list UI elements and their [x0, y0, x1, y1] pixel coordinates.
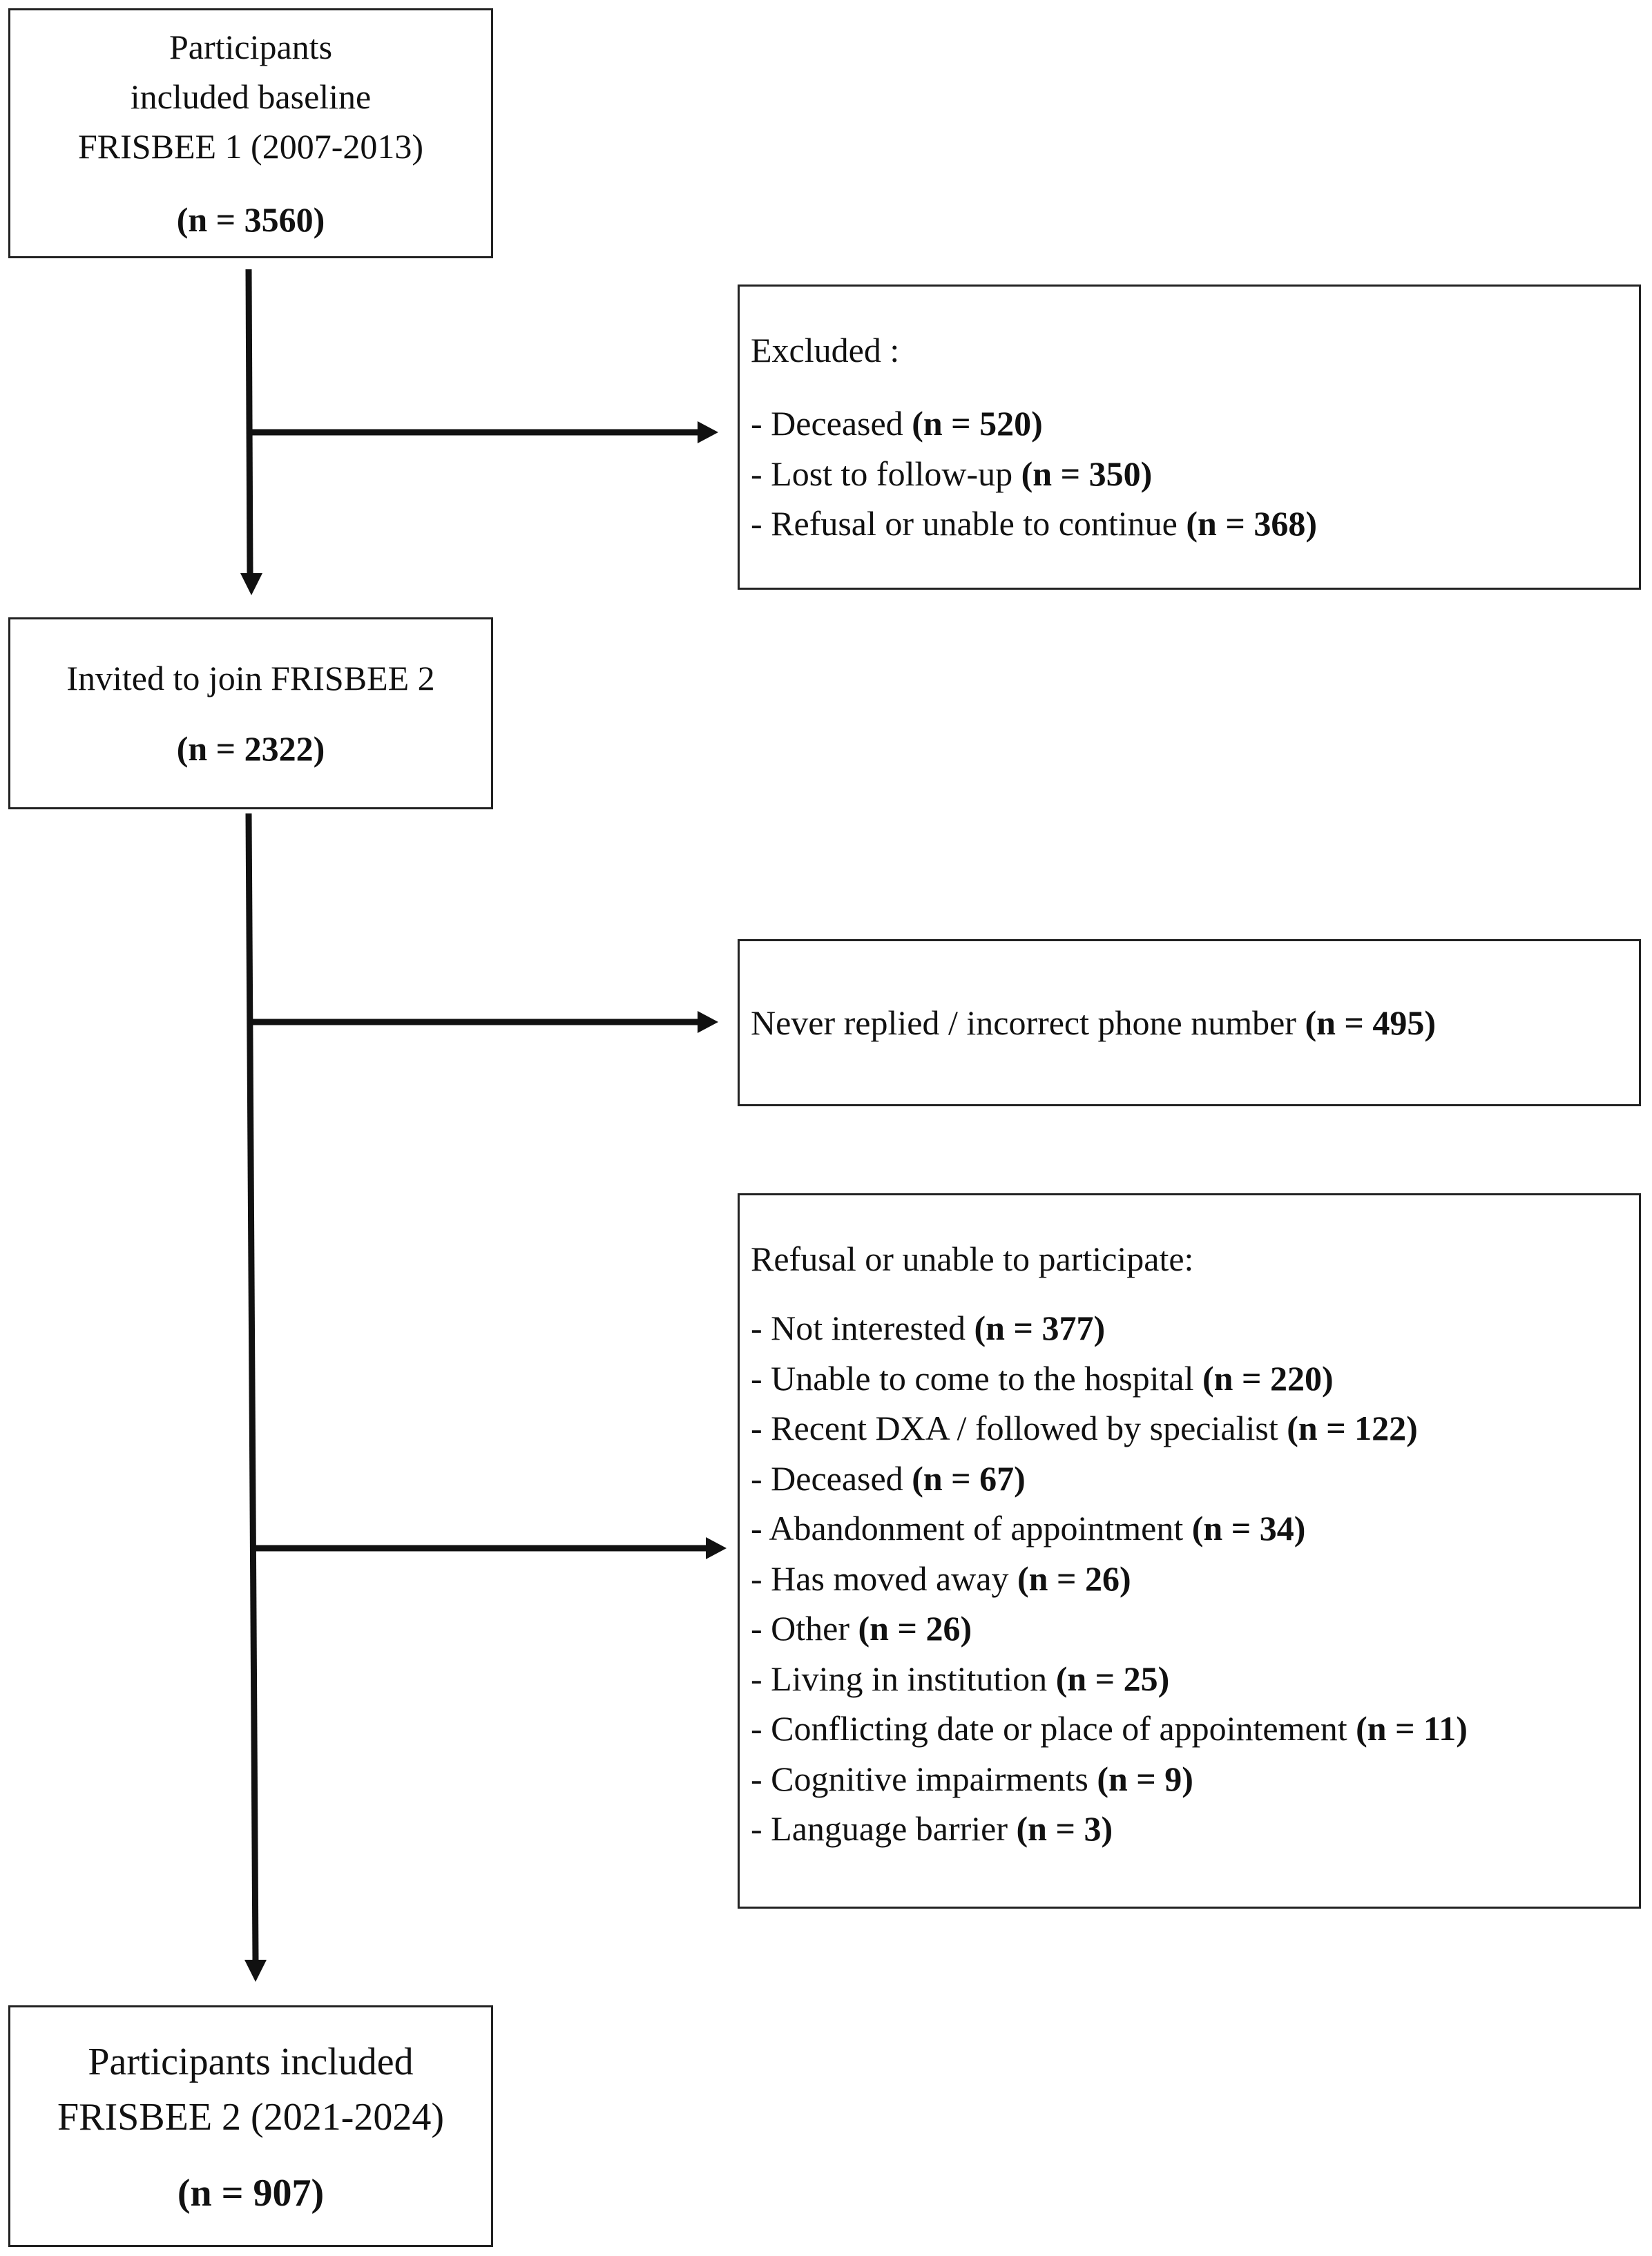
- refusal-item: - Not interested (n = 377): [751, 1309, 1106, 1347]
- arrowhead-invited: [240, 573, 262, 595]
- refusal-item: - Unable to come to the hospital (n = 22…: [751, 1358, 1334, 1398]
- refusal-box: Refusal or unable to participate: - Not …: [738, 1193, 1641, 1909]
- final-count: (n = 907): [177, 2172, 325, 2215]
- arrowhead-excluded: [698, 421, 718, 443]
- refusal-item: - Deceased (n = 67): [751, 1458, 1026, 1498]
- final-line-2: FRISBEE 2 (2021-2024): [57, 2096, 444, 2139]
- arrow-invited-to-final: [245, 813, 259, 1962]
- refusal-item: - Living in institution (n = 25): [751, 1659, 1170, 1698]
- excluded-box: Excluded : - Deceased (n = 520) - Lost t…: [738, 285, 1641, 590]
- refusal-heading: Refusal or unable to participate:: [751, 1240, 1194, 1278]
- baseline-line-2: included baseline: [130, 77, 372, 116]
- baseline-line-3: FRISBEE 1 (2007-2013): [78, 127, 423, 166]
- refusal-item: - Conflicting date or place of appointem…: [751, 1709, 1468, 1748]
- baseline-line-1: Participants: [169, 28, 333, 66]
- arrowhead-never-replied: [698, 1011, 718, 1033]
- never-replied-box: Never replied / incorrect phone number (…: [738, 939, 1641, 1106]
- baseline-count: (n = 3560): [176, 200, 325, 239]
- invited-count: (n = 2322): [176, 729, 325, 768]
- invited-box: Invited to join FRISBEE 2 (n = 2322): [8, 617, 493, 809]
- final-line-1: Participants included: [88, 2041, 414, 2083]
- arrowhead-refusal: [706, 1537, 727, 1559]
- never-replied-text: Never replied / incorrect phone number (…: [751, 1003, 1437, 1042]
- refusal-item: - Language barrier (n = 3): [751, 1809, 1113, 1848]
- refusal-item: - Other (n = 26): [751, 1609, 972, 1648]
- baseline-box: Participants included baseline FRISBEE 1…: [8, 8, 493, 258]
- refusal-item: - Has moved away (n = 26): [751, 1559, 1131, 1598]
- refusal-item: - Cognitive impairments (n = 9): [751, 1759, 1193, 1798]
- excluded-item: - Deceased (n = 520): [751, 404, 1043, 443]
- final-box: Participants included FRISBEE 2 (2021-20…: [8, 2005, 493, 2247]
- excluded-item: - Refusal or unable to continue (n = 368…: [751, 504, 1317, 543]
- arrowhead-final: [244, 1960, 267, 1982]
- invited-line-1: Invited to join FRISBEE 2: [66, 659, 435, 697]
- excluded-heading: Excluded :: [751, 331, 900, 369]
- excluded-item: - Lost to follow-up (n = 350): [751, 454, 1153, 493]
- refusal-item: - Abandonment of appointment (n = 34): [751, 1509, 1306, 1548]
- arrow-baseline-to-invited: [245, 269, 253, 574]
- refusal-item: - Recent DXA / followed by specialist (n…: [751, 1409, 1418, 1447]
